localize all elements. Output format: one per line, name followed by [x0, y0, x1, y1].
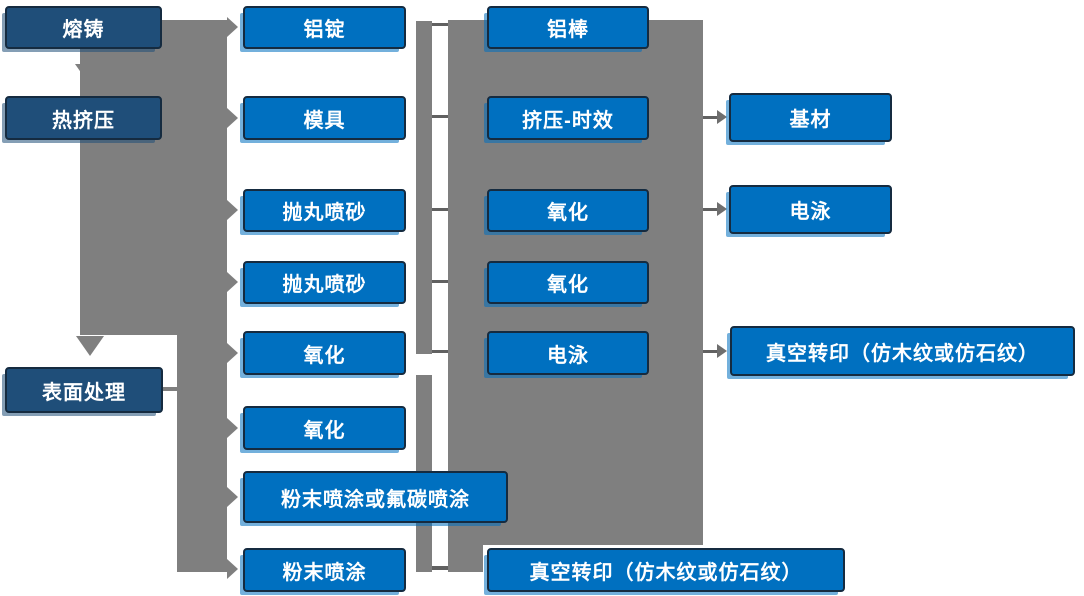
box-vacuum-transfer-bottom: 真空转印（仿木纹或仿石纹）: [487, 548, 845, 592]
box-oxidation-c3b-label: 氧化: [547, 274, 589, 296]
box-aluminum-ingot-label: 铝锭: [303, 19, 346, 41]
box-powder-coating: 粉末喷涂: [243, 548, 406, 592]
down-arrow-to-surface-treatment: [76, 336, 104, 356]
middle-connector-bar-upper: [416, 21, 432, 354]
box-aluminum-rod: 铝棒: [487, 6, 649, 49]
stage-melting-casting-label: 熔铸: [62, 19, 105, 41]
box-powder-coating-label: 粉末喷涂: [282, 561, 367, 584]
stage-surface-treatment-label: 表面处理: [42, 381, 126, 404]
box-oxidation-c2b-label: 氧化: [303, 419, 346, 442]
box-oxidation-c2a-label: 氧化: [303, 344, 346, 367]
box-substrate-label: 基材: [789, 109, 832, 131]
box-mold-label: 模具: [303, 109, 346, 132]
box-aluminum-rod-label: 铝棒: [547, 19, 589, 41]
box-vacuum-transfer-right: 真空转印（仿木纹或仿石纹）: [730, 326, 1075, 376]
middle-stub-bottom: [432, 566, 449, 570]
box-electrophoresis-c3-label: 电泳: [547, 344, 589, 367]
middle-stub-row1: [432, 23, 449, 26]
middle-stub-row4: [432, 280, 449, 283]
middle-stub-row3: [432, 208, 449, 211]
stage-hot-extrusion-label: 热挤压: [52, 109, 115, 132]
arrowhead-to-shot-blasting-1: [227, 200, 238, 220]
box-electrophoresis-c3: 电泳: [487, 331, 649, 375]
box-mold: 模具: [243, 96, 406, 140]
box-oxidation-c3a-label: 氧化: [547, 202, 589, 224]
box-shot-blasting-2: 抛丸喷砂: [243, 261, 406, 304]
box-electrophoresis-c4-label: 电泳: [789, 201, 832, 223]
box-powder-or-fluorocarbon-coating-label: 粉末喷涂或氟碳喷涂: [281, 488, 470, 511]
box-shot-blasting-1: 抛丸喷砂: [243, 189, 406, 232]
box-electrophoresis-c4: 电泳: [729, 185, 892, 234]
middle-stub-row2: [432, 115, 449, 118]
box-oxidation-c3a: 氧化: [487, 189, 649, 232]
box-extrusion-aging-label: 挤压-时效: [522, 109, 614, 132]
arrowhead-to-electrophoresis-c4: [717, 202, 727, 216]
box-aluminum-ingot: 铝锭: [243, 6, 406, 49]
box-powder-or-fluorocarbon-coating: 粉末喷涂或氟碳喷涂: [243, 471, 508, 523]
arrowhead-to-powder-coating: [227, 559, 238, 579]
shaft-to-electrophoresis-c4: [703, 208, 718, 211]
stage-melting-casting: 熔铸: [5, 6, 162, 49]
box-shot-blasting-2-label: 抛丸喷砂: [282, 274, 367, 296]
shaft-to-vacuum-transfer-right: [703, 350, 718, 353]
left-connector-strip: [177, 20, 227, 572]
arrowhead-to-vacuum-transfer-right: [717, 344, 727, 358]
box-extrusion-aging: 挤压-时效: [487, 96, 649, 140]
down-arrow-to-hot-extrusion: [75, 64, 103, 84]
surface-treatment-connector: [161, 387, 178, 391]
box-oxidation-c3b: 氧化: [487, 261, 649, 304]
arrowhead-to-oxidation-c2a: [227, 343, 238, 363]
column3-panel-foot: [448, 545, 483, 572]
arrowhead-to-mold: [227, 108, 238, 128]
arrowhead-to-oxidation-c2b: [227, 418, 238, 438]
stage-surface-treatment: 表面处理: [5, 367, 163, 413]
box-oxidation-c2b: 氧化: [243, 406, 406, 450]
stage-hot-extrusion: 热挤压: [5, 96, 162, 140]
box-substrate: 基材: [729, 93, 892, 142]
box-shot-blasting-1-label: 抛丸喷砂: [282, 202, 367, 224]
arrowhead-to-shot-blasting-2: [227, 272, 238, 292]
box-oxidation-c2a: 氧化: [243, 331, 406, 375]
box-vacuum-transfer-right-label: 真空转印（仿木纹或仿石纹）: [766, 342, 1039, 365]
box-vacuum-transfer-bottom-label: 真空转印（仿木纹或仿石纹）: [529, 561, 803, 584]
shaft-to-substrate: [703, 116, 718, 119]
arrowhead-to-aluminum-ingot: [227, 17, 238, 37]
arrowhead-to-substrate: [717, 110, 727, 124]
middle-stub-row5: [432, 350, 449, 353]
arrowhead-to-powder-or-fluorocarbon: [227, 487, 238, 507]
